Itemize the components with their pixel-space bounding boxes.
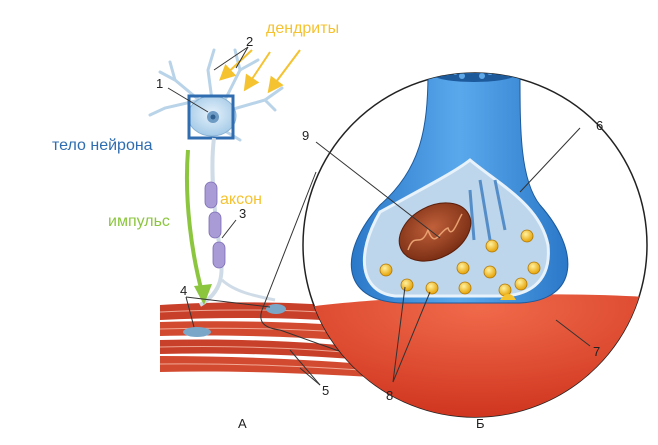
impulse-arrowhead: [194, 284, 212, 305]
number-6: 6: [596, 118, 603, 133]
number-8: 8: [386, 388, 393, 403]
leader-lines-a: [167, 46, 321, 386]
mitochondrion: [398, 202, 472, 262]
zoom-connector: [260, 171, 351, 356]
number-3: 3: [239, 206, 246, 221]
number-4: 4: [180, 283, 187, 298]
label-axon: аксон: [220, 191, 262, 208]
label-impulse: импульс: [108, 213, 170, 230]
number-2: 2: [246, 34, 253, 49]
panel-label-a: А: [238, 416, 247, 431]
panel-label-b: Б: [476, 416, 485, 431]
muscle-membrane: [303, 294, 647, 417]
neuron-body-highlight-box: [187, 94, 235, 140]
impulse-arrow: [184, 149, 204, 293]
number-1: 1: [156, 76, 163, 91]
leader-lines-b: [315, 127, 591, 383]
dendrite-arrows: [219, 49, 301, 94]
number-7: 7: [593, 344, 600, 359]
motor-end-plate-left: [183, 327, 211, 337]
synaptic-vesicles: [379, 229, 541, 297]
neuron-body: [187, 94, 237, 140]
axon: [183, 137, 286, 337]
number-9: 9: [302, 128, 309, 143]
motor-end-plate-right: [266, 304, 286, 314]
label-dendrites: дендриты: [266, 20, 339, 37]
number-5: 5: [322, 383, 329, 398]
label-neuron-body: тело нейрона: [52, 137, 153, 154]
